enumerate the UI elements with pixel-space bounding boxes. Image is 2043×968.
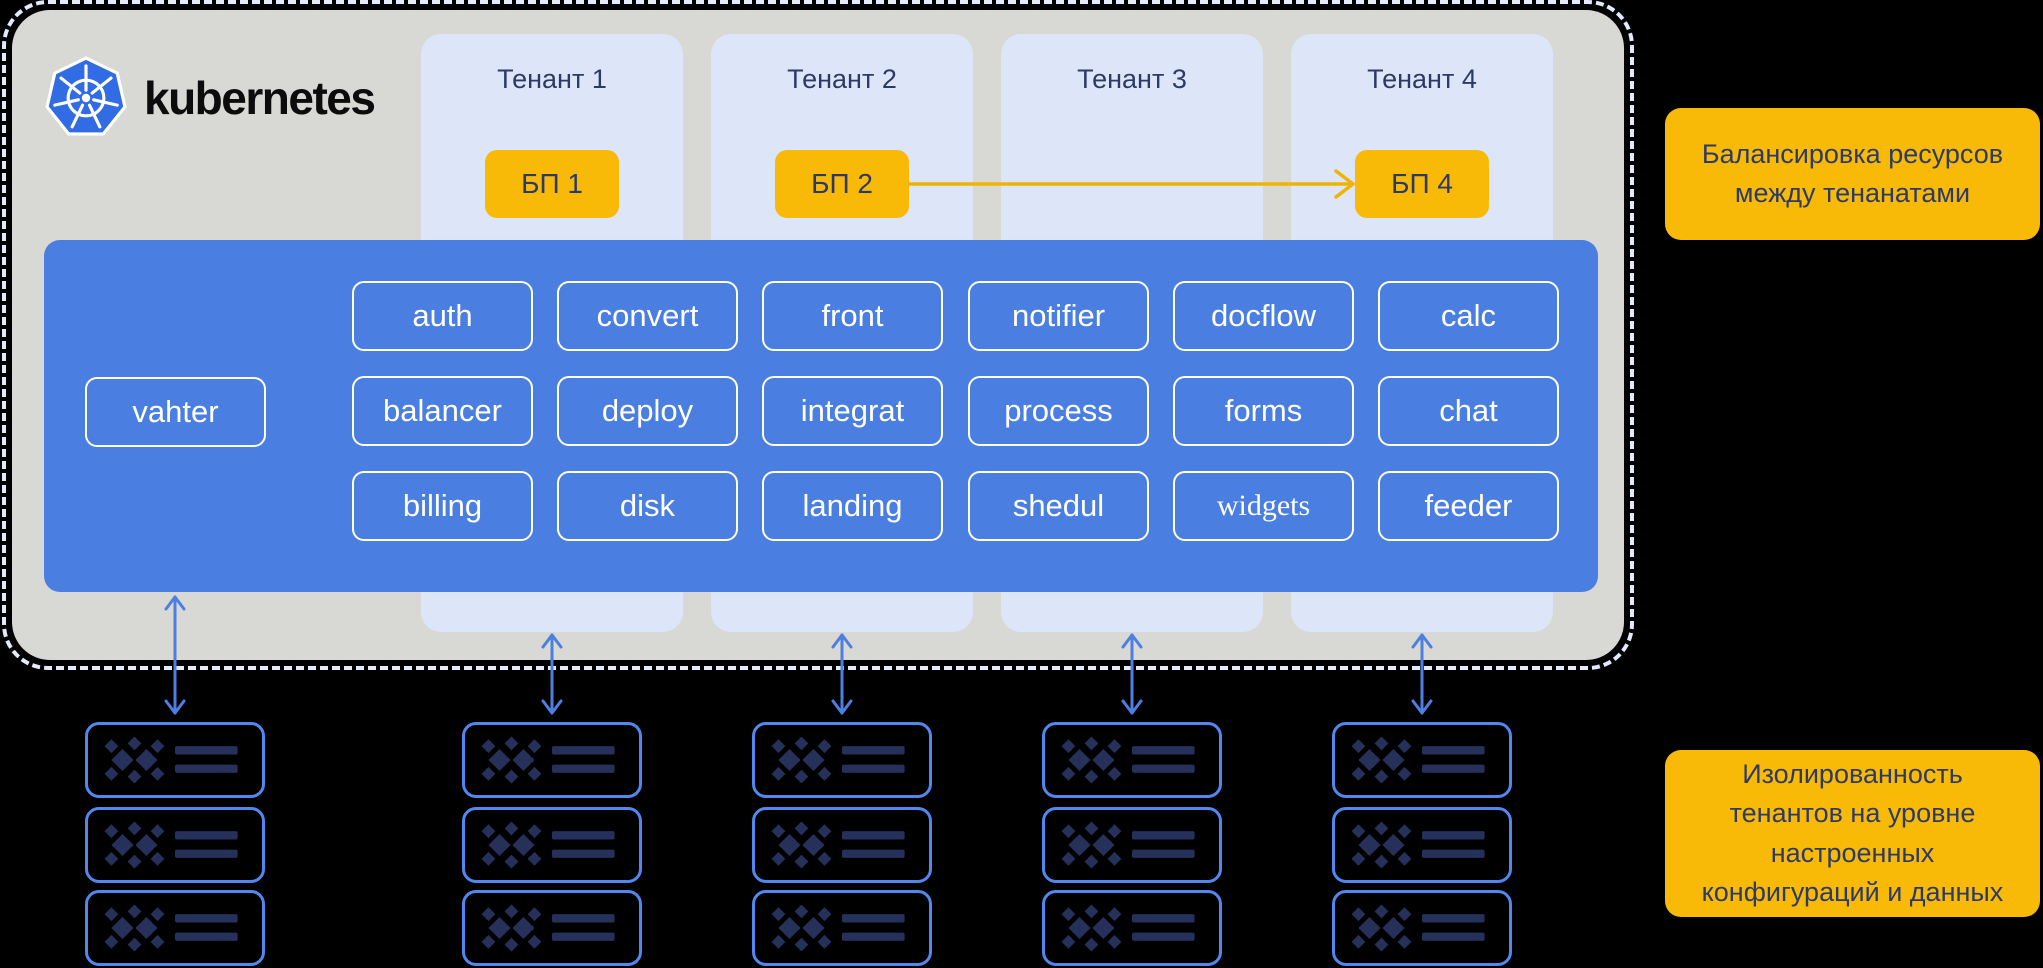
server-rack-icon [104, 736, 238, 784]
tenant-label: Тенант 4 [1367, 64, 1477, 94]
service-label: vahter [132, 394, 219, 429]
service-label: landing [802, 488, 903, 523]
server-rack [85, 807, 265, 883]
service-box-widgets: widgets [1173, 471, 1354, 541]
service-label: forms [1224, 393, 1303, 428]
service-box-shedul: shedul [968, 471, 1149, 541]
server-rack-icon [771, 904, 905, 952]
server-rack-icon [481, 904, 615, 952]
server-rack [1332, 807, 1512, 883]
server-rack [752, 722, 932, 798]
server-rack-icon [771, 821, 905, 869]
server-rack [462, 890, 642, 966]
server-rack [1042, 807, 1222, 883]
tenant-label: Тенант 3 [1077, 64, 1187, 94]
service-label: front [821, 298, 884, 333]
service-box-chat: chat [1378, 376, 1559, 446]
service-label: chat [1439, 393, 1498, 428]
server-rack [1042, 890, 1222, 966]
service-label: billing [402, 488, 483, 523]
service-box-feeder: feeder [1378, 471, 1559, 541]
server-rack-icon [1061, 904, 1195, 952]
service-label: auth [412, 298, 473, 333]
service-box-convert: convert [557, 281, 738, 351]
server-rack-icon [771, 736, 905, 784]
server-rack [85, 722, 265, 798]
server-rack-icon [104, 904, 238, 952]
service-label: convert [596, 298, 699, 333]
service-label: process [1004, 393, 1113, 428]
server-rack [1332, 890, 1512, 966]
bp-box: БП 1 [485, 150, 619, 218]
platform-panel: vahter auth convert front notifier docflow cal… [44, 240, 1598, 592]
service-box-balancer: balancer [352, 376, 533, 446]
service-box-calc: calc [1378, 281, 1559, 351]
server-rack [1042, 722, 1222, 798]
service-label: feeder [1424, 488, 1513, 523]
server-rack [85, 890, 265, 966]
server-rack-icon [481, 821, 615, 869]
bp-label: БП 4 [1391, 168, 1453, 199]
service-box-integrat: integrat [762, 376, 943, 446]
tenant-label: Тенант 2 [787, 64, 897, 94]
kubernetes-cluster-dashed-border [2, 0, 1634, 670]
server-rack [1332, 722, 1512, 798]
note-resource-balancing: Балансировка ресурсов между тенанатами [1665, 108, 2040, 240]
note-tenant-isolation: Изолированность тенантов на уровне настр… [1665, 750, 2040, 917]
server-rack [752, 890, 932, 966]
kubernetes-logo-icon [45, 56, 127, 136]
service-box-deploy: deploy [557, 376, 738, 446]
bp-box: БП 4 [1355, 150, 1489, 218]
server-rack-icon [1351, 821, 1485, 869]
service-label: balancer [383, 393, 502, 428]
tenant-label: Тенант 1 [497, 64, 607, 94]
kubernetes-brand: kubernetes [44, 56, 376, 140]
bp-label: БП 1 [521, 168, 583, 199]
bp-box: БП 2 [775, 150, 909, 218]
service-box-landing: landing [762, 471, 943, 541]
service-box-docflow: docflow [1173, 281, 1354, 351]
service-label: shedul [1012, 488, 1105, 523]
kubernetes-wordmark: kubernetes [144, 72, 376, 124]
service-box-disk: disk [557, 471, 738, 541]
service-box-vahter: vahter [85, 377, 266, 447]
server-rack-icon [1351, 736, 1485, 784]
service-box-notifier: notifier [968, 281, 1149, 351]
server-rack [462, 807, 642, 883]
service-label: calc [1440, 298, 1497, 333]
service-box-forms: forms [1173, 376, 1354, 446]
service-label: integrat [800, 393, 905, 428]
server-rack-icon [1061, 736, 1195, 784]
service-box-auth: auth [352, 281, 533, 351]
service-box-billing: billing [352, 471, 533, 541]
server-rack [462, 722, 642, 798]
server-rack-icon [1061, 821, 1195, 869]
service-label: widgets [1216, 489, 1311, 522]
service-label: docflow [1210, 298, 1317, 333]
service-label: deploy [601, 393, 694, 428]
service-label: notifier [1011, 298, 1106, 333]
server-rack-icon [1351, 904, 1485, 952]
server-rack-icon [104, 821, 238, 869]
service-label: disk [619, 488, 676, 523]
server-rack-icon [481, 736, 615, 784]
service-box-process: process [968, 376, 1149, 446]
service-box-front: front [762, 281, 943, 351]
server-rack [752, 807, 932, 883]
bp-label: БП 2 [811, 168, 873, 199]
